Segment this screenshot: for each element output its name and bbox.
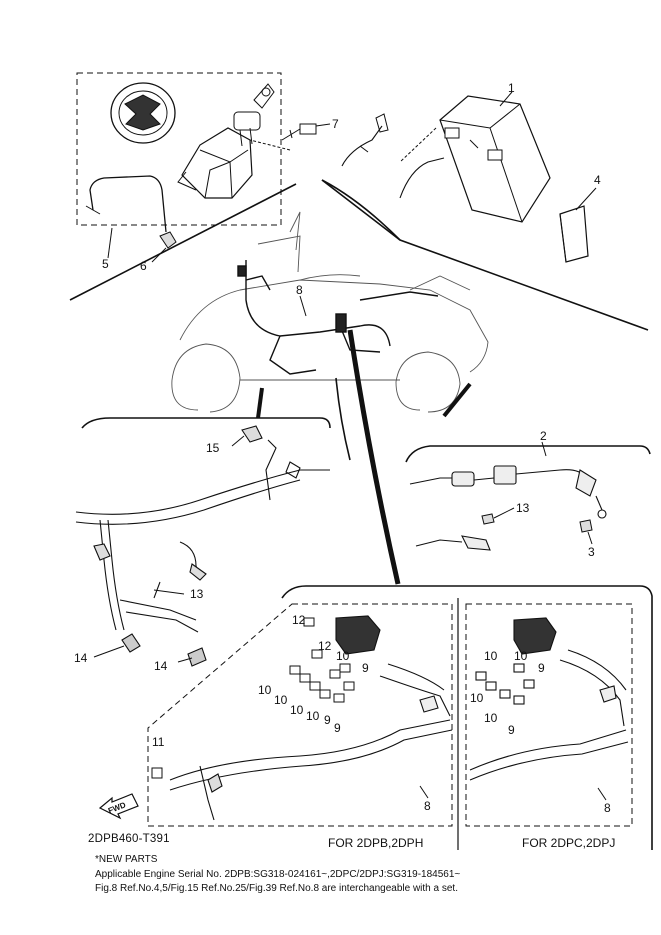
- label-10-i: 10: [484, 711, 498, 725]
- label-9-c: 9: [334, 721, 341, 735]
- bolt-13-right: [481, 513, 495, 525]
- bolt-7: [281, 123, 317, 141]
- harness-panel-right: [469, 617, 629, 781]
- notes-block: *NEW PARTS Applicable Engine Serial No. …: [95, 853, 460, 897]
- diagram-code: 2DPB460-T391: [88, 833, 170, 845]
- relay-4: [559, 205, 589, 263]
- battery-cable-right: [399, 157, 445, 199]
- clip-6: [159, 231, 177, 249]
- harness-panel-left: [169, 615, 453, 821]
- harness-detail-left: [75, 425, 330, 667]
- label-10-c: 10: [274, 693, 288, 707]
- label-10-h: 10: [470, 691, 484, 705]
- ignition-switch: [177, 83, 275, 199]
- label-1: 1: [508, 81, 515, 95]
- label-9-e: 9: [508, 723, 515, 737]
- label-15: 15: [206, 441, 220, 455]
- note-new-parts: *NEW PARTS: [95, 854, 158, 865]
- label-9-a: 9: [362, 661, 369, 675]
- label-10-e: 10: [306, 709, 320, 723]
- label-12-b: 12: [318, 639, 332, 653]
- label-9-d: 9: [538, 661, 545, 675]
- label-4: 4: [594, 173, 601, 187]
- wire-harness-8: [237, 260, 439, 375]
- label-14-a: 14: [74, 651, 88, 665]
- note-serial-numbers: Applicable Engine Serial No. 2DPB:SG318-…: [95, 868, 461, 880]
- label-13-right: 13: [516, 501, 530, 515]
- part-number-labels: 1 2 3 4 5 6 7 8 8 8 9 9 9 9 9 10 10 10 1…: [74, 81, 611, 815]
- label-10-d: 10: [290, 703, 304, 717]
- ground-cable: [415, 535, 491, 551]
- label-10-g: 10: [514, 649, 528, 663]
- battery-1: [439, 95, 551, 223]
- starter-cable-2: [409, 465, 607, 519]
- connector-caps-left: [151, 617, 355, 779]
- panel-title-right: FOR 2DPC,2DPJ: [522, 836, 616, 850]
- label-7: 7: [332, 117, 339, 131]
- fwd-arrow-icon: [98, 793, 139, 820]
- label-10-f: 10: [484, 649, 498, 663]
- note-interchangeable: Fig.8 Ref.No.4,5/Fig.15 Ref.No.25/Fig.39…: [95, 883, 458, 894]
- bolt-3: [579, 519, 593, 533]
- label-9-b: 9: [324, 713, 331, 727]
- label-14-b: 14: [154, 659, 168, 673]
- label-10-a: 10: [336, 649, 350, 663]
- label-5: 5: [102, 257, 109, 271]
- label-12-a: 12: [292, 613, 306, 627]
- ignition-inset: [76, 72, 317, 249]
- cable-5: [89, 175, 167, 233]
- battery-cable-left: [341, 125, 383, 167]
- label-8-left-panel: 8: [424, 799, 431, 813]
- label-11: 11: [152, 735, 165, 749]
- label-8-bike: 8: [296, 283, 303, 297]
- label-3: 3: [588, 545, 595, 559]
- label-8-right-panel: 8: [604, 801, 611, 815]
- scooter-silhouette: [171, 211, 489, 413]
- panel-title-left: FOR 2DPB,2DPH: [328, 836, 424, 850]
- label-2: 2: [540, 429, 547, 443]
- label-6: 6: [140, 259, 147, 273]
- label-13-left: 13: [190, 587, 204, 601]
- label-10-b: 10: [258, 683, 272, 697]
- key-cover-cap: [110, 82, 176, 144]
